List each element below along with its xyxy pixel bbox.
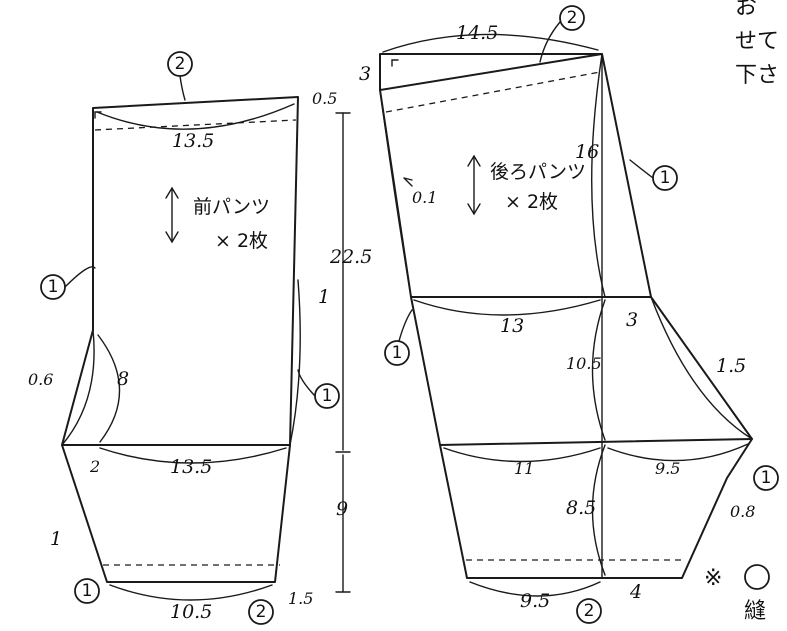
back-marker-leader-right: [629, 159, 654, 179]
back-waist-curve: [379, 89, 412, 298]
back-side-curve: [591, 53, 606, 298]
front-side-offset: 1: [318, 286, 330, 308]
back-title: 後ろパンツ: [490, 161, 586, 183]
back-marker-bottom-right: 1: [753, 465, 779, 491]
back-grain-arrowhead-bottom: [467, 203, 481, 216]
front-marker-left: 1: [40, 274, 66, 300]
back-top-width: 14.5: [456, 22, 498, 44]
front-marker-top: 2: [167, 51, 193, 77]
svg-text:1: 1: [322, 386, 333, 406]
back-offset: 0.1: [412, 188, 437, 207]
back-hem-right: 4: [629, 581, 642, 603]
back-lower-arc: [591, 444, 606, 576]
front-mid-width: 13.5: [170, 456, 212, 478]
back-crotch-curve-value: 1.5: [716, 355, 746, 377]
svg-text:1: 1: [82, 581, 93, 601]
svg-text:1: 1: [392, 343, 403, 363]
back-lower-left: 11: [514, 459, 534, 478]
front-marker-leader-right: [297, 369, 316, 397]
back-top-arc: [382, 33, 599, 53]
front-inseam-offset: 1: [50, 528, 62, 550]
front-crotch-offset: 0.6: [28, 370, 53, 389]
svg-text:2: 2: [567, 8, 578, 28]
front-grain-arrowhead-top: [165, 186, 179, 199]
front-top-arc: [96, 103, 295, 130]
note-text: 縫: [744, 599, 766, 624]
back-pants-piece: 14.5 3 16 0.1 13 3 10.5 1.5 11 9.5 8.5 0…: [359, 5, 779, 624]
back-crotch-curve: [650, 296, 753, 440]
front-top-width: 13.5: [172, 130, 214, 152]
back-left-rise: 3: [359, 63, 371, 85]
front-top-right-offset: 0.5: [312, 89, 337, 108]
note-line-2: せて: [735, 29, 779, 54]
front-crotch-arc: [97, 334, 121, 443]
back-mid-right: 3: [626, 309, 638, 331]
back-corner-mark: [391, 59, 399, 67]
note-line-3: 下さ: [735, 63, 779, 88]
back-lower-right-arc: [607, 443, 749, 462]
front-waist-dash: [94, 119, 297, 131]
back-marker-leader-left: [398, 309, 413, 342]
note-line-1: お: [735, 0, 757, 20]
back-center-height: 16: [575, 141, 599, 163]
svg-text:2: 2: [256, 602, 267, 622]
front-crotch-ext: 2: [89, 457, 100, 476]
back-waist-top: [379, 53, 603, 91]
svg-text:1: 1: [48, 277, 59, 297]
front-marker-bottom-left: 1: [74, 578, 100, 604]
notes-top-right: お せて 下さ: [735, 0, 779, 88]
back-inner-arc: [591, 299, 606, 441]
back-marker-leader-top: [539, 21, 561, 63]
front-marker-leader-top: [179, 75, 186, 101]
notes-bottom-right: ※ 縫: [704, 564, 770, 624]
front-crotch-drop: 8: [117, 368, 129, 390]
svg-text:1: 1: [660, 168, 671, 188]
svg-text:1: 1: [761, 468, 772, 488]
front-hem-right: 1.5: [288, 589, 313, 608]
front-title: 前パンツ: [193, 196, 270, 218]
front-corner-mark: [94, 111, 102, 119]
front-side-curve: [289, 279, 301, 446]
back-crotch-height: 10.5: [566, 354, 602, 373]
front-marker-bottom-right: 2: [248, 599, 274, 625]
front-height-lower: 9: [336, 498, 348, 520]
back-grain-arrowhead-top: [467, 154, 481, 167]
back-marker-bottom: 2: [576, 598, 602, 624]
back-lower-left-arc: [443, 447, 601, 463]
svg-text:2: 2: [584, 601, 595, 621]
back-lower-height: 8.5: [566, 497, 596, 519]
svg-text:2: 2: [175, 54, 186, 74]
note-symbol: ※: [704, 566, 722, 591]
front-crotch-curve: [61, 329, 95, 446]
back-lower-right: 9.5: [655, 459, 680, 478]
back-marker-top: 2: [559, 5, 585, 31]
back-mid-width: 13: [500, 315, 524, 337]
front-height-upper: 22.5: [329, 246, 372, 268]
front-marker-right: 1: [314, 383, 340, 409]
back-marker-left: 1: [384, 340, 410, 366]
back-mid-arc: [413, 299, 601, 316]
front-pants-piece: 13.5 0.5 22.5 9 13.5 10.5 8 0.6 2 1.5 1 …: [28, 51, 372, 625]
back-count: × 2枚: [505, 191, 558, 213]
back-crotch-line: [439, 438, 753, 446]
back-offset-arrow: [403, 177, 413, 187]
front-mid-arc: [99, 447, 287, 464]
front-outline: [61, 96, 299, 583]
back-hem-left: 9.5: [520, 590, 550, 612]
front-bot-arc: [109, 584, 273, 601]
back-marker-right: 1: [652, 165, 678, 191]
front-count: × 2枚: [215, 230, 268, 252]
front-marker-leader-left: [64, 266, 96, 288]
note-circle-icon: [744, 564, 770, 590]
front-grain-arrowhead-bottom: [165, 231, 179, 244]
back-hem-arc: [469, 581, 601, 597]
back-hem-offset: 0.8: [730, 502, 755, 521]
back-waist-dash: [385, 71, 601, 113]
front-bottom-width: 10.5: [170, 601, 212, 623]
